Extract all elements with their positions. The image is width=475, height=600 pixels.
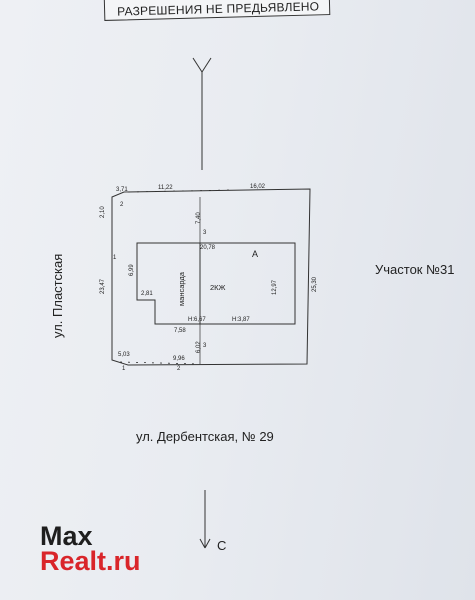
south-arrow [199,490,211,549]
watermark-realt: Realt.ru [40,546,141,576]
point-2-top: 2 [120,202,124,208]
boundary-ticks [111,189,231,365]
zone-label: A [252,249,258,259]
dim-inner-width: 20,78 [200,245,216,251]
dim-inner-bottom: 7,58 [174,328,186,334]
dim-inner-top: 7,40 [196,212,202,224]
point-1-bottom: 1 [122,366,126,372]
house-outline [136,242,296,325]
attic-label: мансарда [177,271,186,306]
watermark-max: Max [40,521,93,551]
building-type-label: 2КЖ [210,283,226,292]
dim-inner-right: 12,97 [272,279,278,295]
plot-boundary [111,188,311,366]
dim-bottom-2: 9,96 [173,356,185,362]
dim-right-main: 25,30 [312,276,318,292]
point-3-bottom: 3 [203,343,207,349]
dim-top-2: 11,22 [158,185,173,191]
dim-bottom-1: 5,03 [118,352,130,358]
point-2-bottom: 2 [177,366,181,372]
dim-left-main: 23,47 [100,278,106,294]
north-arrow [192,57,212,170]
point-3-top: 3 [203,230,207,236]
height-right-label: Н:3,87 [232,317,250,323]
watermark-logo: Max Realt.ru [40,523,141,575]
height-left-label: Н:6,67 [188,317,206,323]
south-direction-label: С [217,538,227,553]
street-label-bottom: ул. Дербентская, № 29 [136,429,274,444]
point-1-left: 1 [113,255,117,261]
dim-left-top: 2,10 [100,206,106,218]
dim-top-1: 3,71 [116,187,128,193]
dim-ext-depth: 2,81 [141,291,153,297]
street-label-left: ул. Пластская [50,253,65,338]
dim-bottom-gap: 6,02 [196,341,202,353]
dim-ext-height: 6,99 [129,264,135,276]
dim-top-3: 16,02 [250,184,266,190]
neighbor-plot-label: Участок №31 [375,262,455,277]
